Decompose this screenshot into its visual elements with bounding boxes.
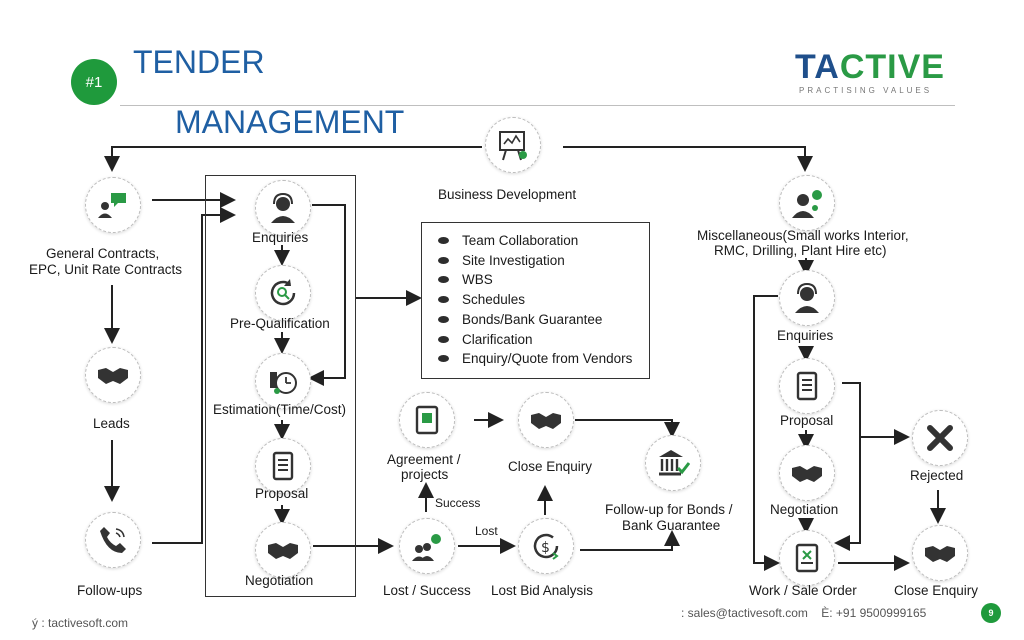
slide-number-badge: #1	[71, 59, 117, 105]
logo-text-a: TA	[795, 48, 840, 86]
list-item: Site Investigation	[436, 251, 649, 271]
label-misc-enquiries: Enquiries	[777, 328, 834, 343]
list-item: WBS	[436, 270, 649, 290]
label-general-contracts-1: General Contracts,	[46, 246, 160, 261]
footer-contact: : sales@tactivesoft.com È: +91 950099916…	[681, 606, 927, 620]
label-misc-proposal: Proposal	[780, 413, 834, 428]
label-close-enquiry: Close Enquiry	[508, 459, 593, 474]
logo-wordmark: TACTIVE	[795, 48, 945, 87]
headset-icon	[779, 270, 835, 326]
document-icon	[779, 358, 835, 414]
user-gears-icon	[779, 175, 835, 231]
presentation-icon	[485, 117, 541, 173]
label-rejected: Rejected	[910, 468, 964, 483]
label-agreement-1: Agreement /	[387, 452, 461, 467]
logo-text-b: CTIVE	[839, 48, 945, 86]
list-item: Schedules	[436, 290, 649, 310]
core-process-box	[205, 175, 356, 597]
handshake-icon	[912, 525, 968, 581]
page-number-badge: 9	[981, 603, 1001, 623]
activities-list-box: Team Collaboration Site Investigation WB…	[421, 222, 650, 379]
handshake-icon	[779, 445, 835, 501]
list-item: Bonds/Bank Guarantee	[436, 310, 649, 330]
label-enquiries: Enquiries	[252, 230, 309, 245]
money-cycle-icon: $	[518, 518, 574, 574]
logo-tagline: PRACTISING VALUES	[799, 86, 933, 95]
label-agreement-2: projects	[401, 467, 449, 482]
label-general-contracts-2: EPC, Unit Rate Contracts	[29, 262, 183, 277]
group-chat-icon	[85, 177, 141, 233]
label-negotiation: Negotiation	[245, 573, 314, 588]
handshake-icon	[255, 522, 311, 578]
footer-website: ý : tactivesoft.com	[32, 616, 129, 630]
search-refresh-icon	[255, 265, 311, 321]
document-icon	[255, 438, 311, 494]
label-misc-negotiation: Negotiation	[770, 502, 839, 517]
order-doc-icon	[779, 530, 835, 586]
label-followup-bonds-1: Follow-up for Bonds /	[605, 502, 733, 517]
handshake-icon	[85, 347, 141, 403]
label-business-development: Business Development	[438, 187, 577, 202]
label-success-edge: Success	[435, 496, 481, 510]
label-followup-bonds-2: Bank Guarantee	[622, 518, 721, 533]
headset-icon	[255, 180, 311, 236]
team-idea-icon	[399, 518, 455, 574]
label-leads: Leads	[93, 416, 130, 431]
handshake-icon	[518, 392, 574, 448]
close-x-icon	[912, 410, 968, 466]
label-misc-1: Miscellaneous(Small works Interior,	[697, 228, 909, 243]
label-pre-qualification: Pre-Qualification	[230, 316, 330, 331]
label-proposal: Proposal	[255, 486, 309, 501]
title-line-2: MANAGEMENT	[175, 104, 405, 140]
stopwatch-icon	[255, 353, 311, 409]
title-line-1: TENDER	[133, 44, 265, 80]
tactive-logo: TACTIVE PRACTISING VALUES	[795, 48, 945, 98]
svg-text:$: $	[541, 540, 550, 556]
phone-icon	[85, 512, 141, 568]
list-item: Clarification	[436, 330, 649, 350]
label-estimation: Estimation(Time/Cost)	[213, 402, 347, 417]
label-lost-edge: Lost	[475, 524, 498, 538]
list-item: Enquiry/Quote from Vendors	[436, 349, 649, 369]
label-lost-bid-analysis: Lost Bid Analysis	[491, 583, 594, 598]
header-divider	[120, 105, 955, 106]
label-misc-2: RMC, Drilling, Plant Hire etc)	[714, 243, 887, 258]
list-item: Team Collaboration	[436, 231, 649, 251]
agreement-doc-icon	[399, 392, 455, 448]
label-misc-close-enquiry: Close Enquiry	[894, 583, 979, 598]
label-follow-ups: Follow-ups	[77, 583, 143, 598]
label-work-sale-order: Work / Sale Order	[749, 583, 857, 598]
label-lost-success: Lost / Success	[383, 583, 471, 598]
bank-icon	[645, 435, 701, 491]
